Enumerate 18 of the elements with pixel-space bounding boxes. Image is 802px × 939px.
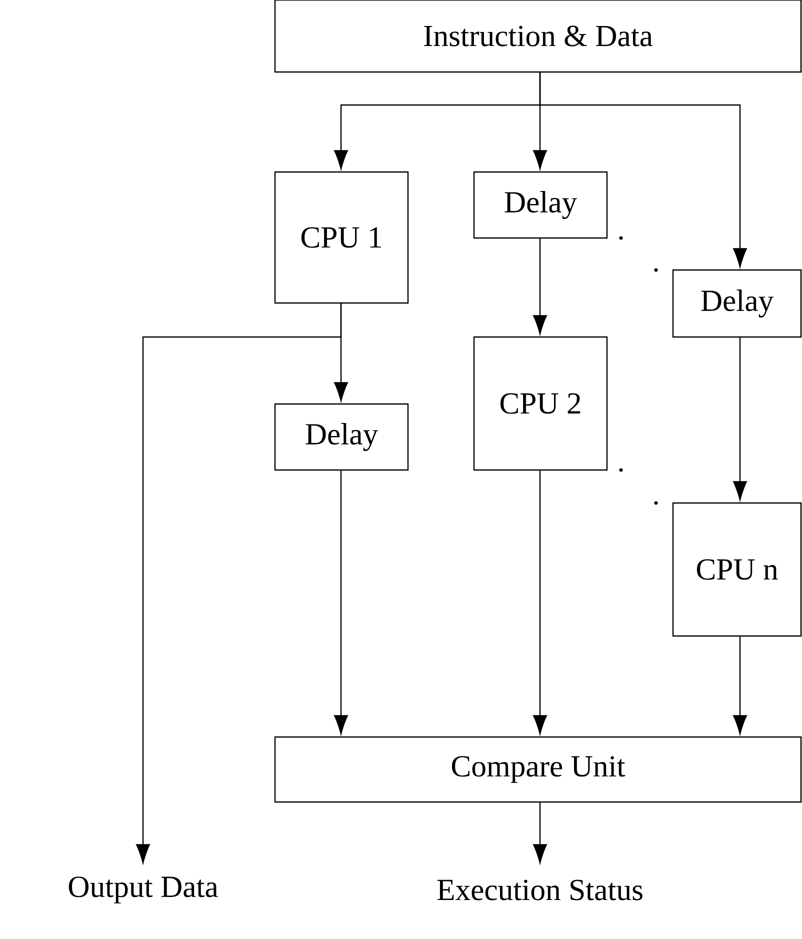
output-label: Output Data xyxy=(68,876,218,904)
delay-box: Delay xyxy=(274,403,409,471)
delay-box: Delay xyxy=(473,171,608,239)
cpu-box: CPU 1 xyxy=(274,171,409,304)
cpu-box: CPU 2 xyxy=(473,336,608,471)
arrow xyxy=(533,238,547,334)
arrow xyxy=(334,470,348,734)
delay-box: Delay xyxy=(672,269,802,338)
arrow xyxy=(533,802,547,864)
output-label: Execution Status xyxy=(437,880,642,900)
arrow xyxy=(533,470,547,734)
process-box: Instruction & Data xyxy=(274,0,802,73)
compare-box: Compare Unit xyxy=(274,736,802,803)
arrow xyxy=(733,338,747,500)
cpu-box: CPU n xyxy=(672,502,802,637)
arrow xyxy=(733,636,747,734)
arrow xyxy=(136,304,342,864)
arrow xyxy=(539,72,747,268)
